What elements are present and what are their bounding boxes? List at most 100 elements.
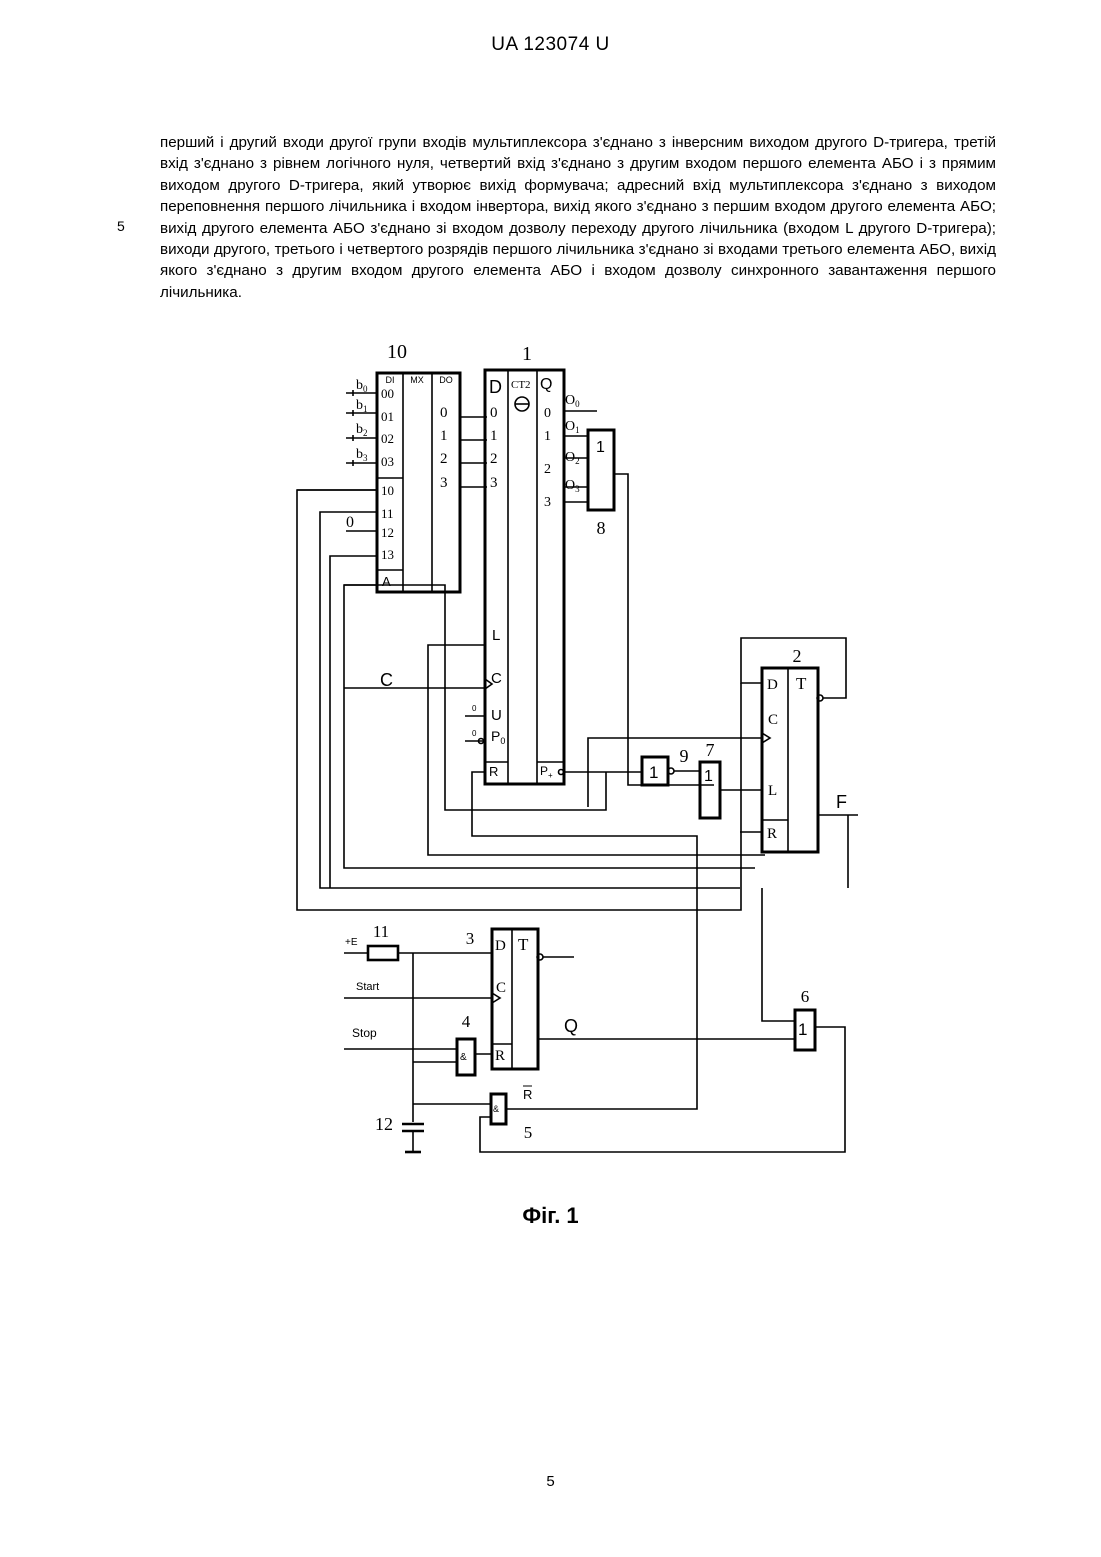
svg-text:L: L xyxy=(768,783,777,799)
svg-text:D: D xyxy=(767,677,778,693)
svg-text:P+: P+ xyxy=(540,764,553,780)
svg-text:2: 2 xyxy=(544,462,551,477)
svg-text:2: 2 xyxy=(440,451,448,467)
svg-text:R: R xyxy=(495,1048,505,1064)
svg-text:O1: O1 xyxy=(565,419,580,435)
svg-text:0: 0 xyxy=(544,406,551,421)
svg-text:CT2: CT2 xyxy=(511,379,531,391)
svg-text:L: L xyxy=(492,627,500,644)
svg-text:2: 2 xyxy=(490,451,498,467)
body-text: перший і другий входи другої групи вході… xyxy=(160,132,996,303)
document-number: UA 123074 U xyxy=(0,34,1101,56)
svg-text:R: R xyxy=(523,1087,532,1102)
label-inv9-number: 9 xyxy=(680,746,689,766)
svg-text:R: R xyxy=(767,826,777,842)
svg-text:1: 1 xyxy=(544,429,551,444)
page-number: 5 xyxy=(0,1473,1101,1490)
svg-text:&: & xyxy=(460,1052,467,1063)
label-or6-number: 6 xyxy=(801,987,810,1006)
svg-text:T: T xyxy=(518,935,529,954)
f-to-or6-wire xyxy=(762,888,795,1021)
svg-text:10: 10 xyxy=(381,483,394,498)
svg-text:T: T xyxy=(796,674,807,693)
circuit-figure: 10 DI MX DO 00 01 02 03 10 11 12 13 A 0 … xyxy=(270,330,870,1165)
trigger2-labels: D T C L R xyxy=(767,674,807,842)
svg-text:1: 1 xyxy=(490,428,498,444)
label-trig3-number: 3 xyxy=(466,929,475,948)
svg-text:11: 11 xyxy=(381,506,394,521)
svg-text:MX: MX xyxy=(410,375,424,385)
label-and5-number: 5 xyxy=(524,1123,533,1142)
svg-text:0: 0 xyxy=(472,704,477,713)
svg-text:0: 0 xyxy=(346,514,354,531)
svg-text:02: 02 xyxy=(381,431,394,446)
capacitor12 xyxy=(402,1124,424,1152)
circuit-diagram: 10 DI MX DO 00 01 02 03 10 11 12 13 A 0 … xyxy=(270,330,870,1160)
svg-text:00: 00 xyxy=(381,386,394,401)
mux-input-labels-b: b0 b1 b2 b3 0 xyxy=(346,378,368,531)
svg-text:C: C xyxy=(380,670,393,690)
svg-text:O3: O3 xyxy=(565,478,580,494)
svg-text:Q: Q xyxy=(540,376,552,393)
svg-text:01: 01 xyxy=(381,409,394,424)
trig2-inverse-to-mux-2 xyxy=(320,512,740,888)
svg-text:D: D xyxy=(489,377,502,397)
svg-text:3: 3 xyxy=(490,475,498,491)
resistor11 xyxy=(368,946,398,960)
svg-text:b1: b1 xyxy=(356,398,368,414)
svg-text:3: 3 xyxy=(440,475,448,491)
label-mux-number: 10 xyxy=(387,341,407,363)
trig2-inverse-to-mux xyxy=(297,490,741,910)
svg-text:Start: Start xyxy=(356,981,379,993)
svg-text:b0: b0 xyxy=(356,378,368,394)
svg-text:1: 1 xyxy=(649,763,658,782)
label-counter-number: 1 xyxy=(522,343,532,365)
figure-caption: Фіг. 1 xyxy=(0,1203,1101,1229)
svg-text:12: 12 xyxy=(381,525,394,540)
svg-text:3: 3 xyxy=(544,495,551,510)
svg-text:F: F xyxy=(836,792,847,812)
mux-to-counter-bus xyxy=(460,417,487,487)
label-cap12-number: 12 xyxy=(375,1114,393,1134)
trigger2-block xyxy=(762,668,818,852)
svg-text:C: C xyxy=(496,980,506,996)
label-or8-number: 8 xyxy=(597,518,606,538)
svg-text:03: 03 xyxy=(381,454,394,469)
mux-input-labels: 00 01 02 03 10 11 12 13 xyxy=(381,386,394,562)
svg-text:0: 0 xyxy=(440,405,448,421)
overflow-wires xyxy=(344,585,755,868)
or6-to-and5-wire xyxy=(480,1027,845,1152)
svg-text:Stop: Stop xyxy=(352,1026,377,1040)
svg-text:DO: DO xyxy=(439,375,453,385)
label-res11-number: 11 xyxy=(373,922,389,941)
svg-text:Q: Q xyxy=(564,1016,578,1036)
svg-text:&: & xyxy=(493,1104,499,1114)
svg-text:b3: b3 xyxy=(356,447,368,463)
line-number: 5 xyxy=(117,218,125,234)
svg-text:P0: P0 xyxy=(491,728,505,746)
svg-text:+E: +E xyxy=(345,937,358,948)
svg-text:O2: O2 xyxy=(565,450,580,466)
body-paragraph: перший і другий входи другої групи вході… xyxy=(160,132,996,303)
label-trig2-number: 2 xyxy=(793,646,802,666)
svg-text:DI: DI xyxy=(386,375,395,385)
counter-output-labels: O0 O1 O2 O3 xyxy=(565,393,580,494)
svg-text:D: D xyxy=(495,938,506,954)
svg-text:13: 13 xyxy=(381,547,394,562)
label-or7-number: 7 xyxy=(706,740,715,760)
svg-text:0: 0 xyxy=(490,405,498,421)
svg-text:1: 1 xyxy=(596,439,605,456)
svg-text:1: 1 xyxy=(704,768,713,785)
svg-text:U: U xyxy=(491,707,502,724)
mux-output-labels: 0 1 2 3 xyxy=(440,405,448,491)
svg-text:R: R xyxy=(489,764,498,779)
svg-text:A: A xyxy=(382,574,391,589)
svg-text:1: 1 xyxy=(798,1020,807,1039)
label-and4-number: 4 xyxy=(462,1012,471,1031)
svg-text:1: 1 xyxy=(440,428,448,444)
svg-text:C: C xyxy=(768,712,778,728)
counter-labels: D CT2 Q 0 1 2 3 0 1 2 3 L C U P0 R P+ xyxy=(489,376,553,780)
svg-text:O0: O0 xyxy=(565,393,580,409)
svg-text:0: 0 xyxy=(472,729,477,738)
svg-text:b2: b2 xyxy=(356,422,368,438)
